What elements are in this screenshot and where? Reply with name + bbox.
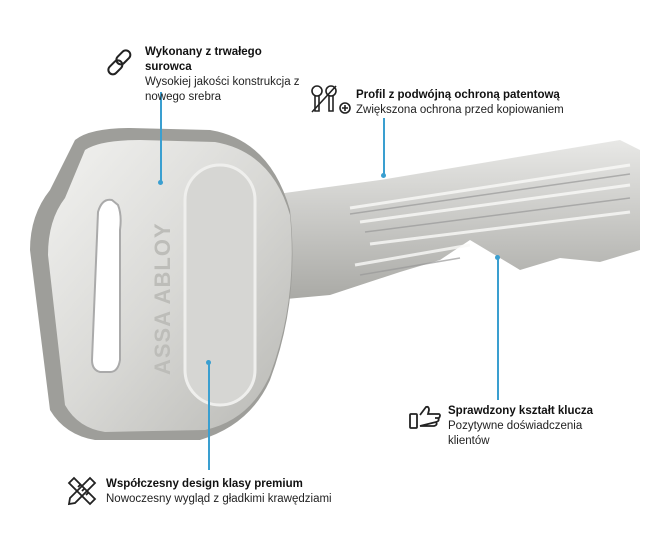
annotation-profile: Profil z podwójną ochroną patentową Zwię…: [311, 85, 596, 118]
annotation-text: Wysokiej jakości konstrukcja z nowego sr…: [145, 76, 300, 103]
brand-engraving: ASSA ABLOY: [150, 222, 175, 375]
annotation-title: Współczesny design klasy premium: [106, 478, 303, 490]
ruler-pencil-icon: [67, 476, 97, 506]
keys-plus-icon: [311, 85, 351, 114]
annotation-title: Sprawdzony kształt klucza: [448, 405, 594, 417]
chain-link-icon: [107, 49, 132, 76]
leader-dot: [158, 180, 163, 185]
annotation-text: Zwiększona ochrona przed kopiowaniem: [356, 104, 564, 116]
annotation-title: Profil z podwójną ochroną patentową: [356, 89, 560, 101]
thumbs-up-icon: [409, 405, 441, 429]
leader-line: [160, 92, 162, 182]
leader-line: [383, 118, 385, 175]
annotation-material: Wykonany z trwałego surowca Wysokiej jak…: [107, 45, 305, 105]
annotation-text: Pozytywne doświadczenia klientów: [448, 420, 583, 447]
leader-line: [497, 258, 499, 400]
leader-line: [208, 362, 210, 470]
leader-dot: [495, 255, 500, 260]
annotation-design: Współczesny design klasy premium Nowocze…: [67, 476, 346, 507]
leader-dot: [381, 173, 386, 178]
annotation-text: Nowoczesny wygląd z gładkimi krawędziami: [106, 493, 332, 505]
annotation-title: Wykonany z trwałego surowca: [145, 46, 262, 73]
leader-dot: [206, 360, 211, 365]
annotation-shape: Sprawdzony kształt klucza Pozytywne dośw…: [409, 404, 598, 449]
